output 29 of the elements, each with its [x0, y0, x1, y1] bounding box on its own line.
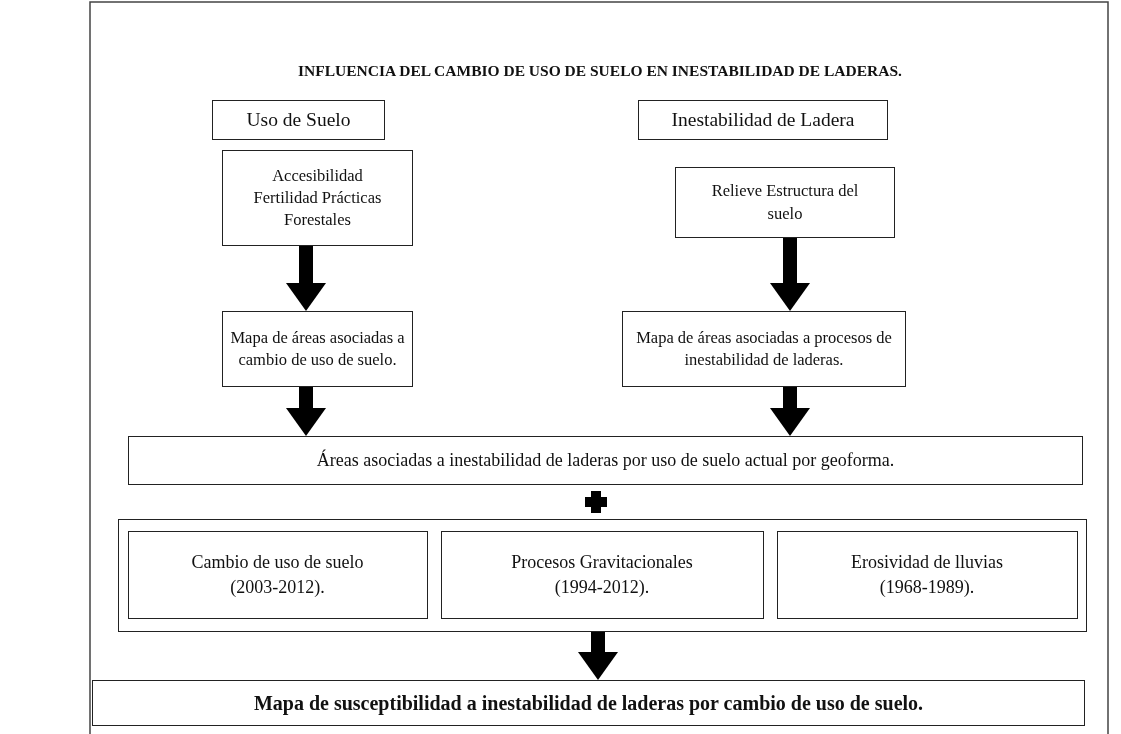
box-text: Áreas asociadas a inestabilidad de laderas por uso de suelo actual por geoforma. [315, 448, 896, 473]
block-arrow [286, 387, 326, 436]
process-box [92, 680, 1085, 726]
diagram-title: INFLUENCIA DEL CAMBIO DE USO DE SUELO EN INESTABILIDAD DE LADERAS. [297, 62, 903, 80]
box-text: Inestabilidad de Ladera [670, 107, 856, 132]
box-text: Accesibilidad Fertilidad Prácticas Forestales [252, 164, 383, 232]
box-text: Procesos Gravitacionales (1994-2012). [510, 551, 694, 599]
box-text: Relieve Estructura del suelo [710, 180, 860, 225]
box-text: Cambio de uso de suelo (2003-2012). [190, 551, 365, 599]
process-box [222, 150, 413, 246]
process-box [675, 167, 895, 238]
process-box [776, 530, 1078, 619]
box-text: Erosividad de lluvias (1968-1989). [850, 551, 1004, 599]
process-box [128, 436, 1083, 485]
box-text: Mapa de susceptibilidad a inestabilidad de laderas por cambio de uso de suelo. [252, 690, 925, 717]
box-text: Mapa de áreas asociadas a procesos de inestabilidad de laderas. [635, 326, 893, 371]
box-text: Mapa de áreas asociadas a cambio de uso de suelo. [229, 326, 406, 371]
block-arrow [578, 632, 618, 680]
group-box [118, 519, 1087, 632]
process-box [127, 530, 428, 619]
process-box [638, 100, 888, 140]
process-box [212, 100, 385, 140]
block-arrow [770, 387, 810, 436]
process-box [222, 311, 413, 387]
process-box [440, 530, 764, 619]
block-arrow [770, 238, 810, 311]
process-box [622, 311, 906, 387]
block-arrow [286, 246, 326, 311]
box-text: Uso de Suelo [245, 107, 352, 132]
